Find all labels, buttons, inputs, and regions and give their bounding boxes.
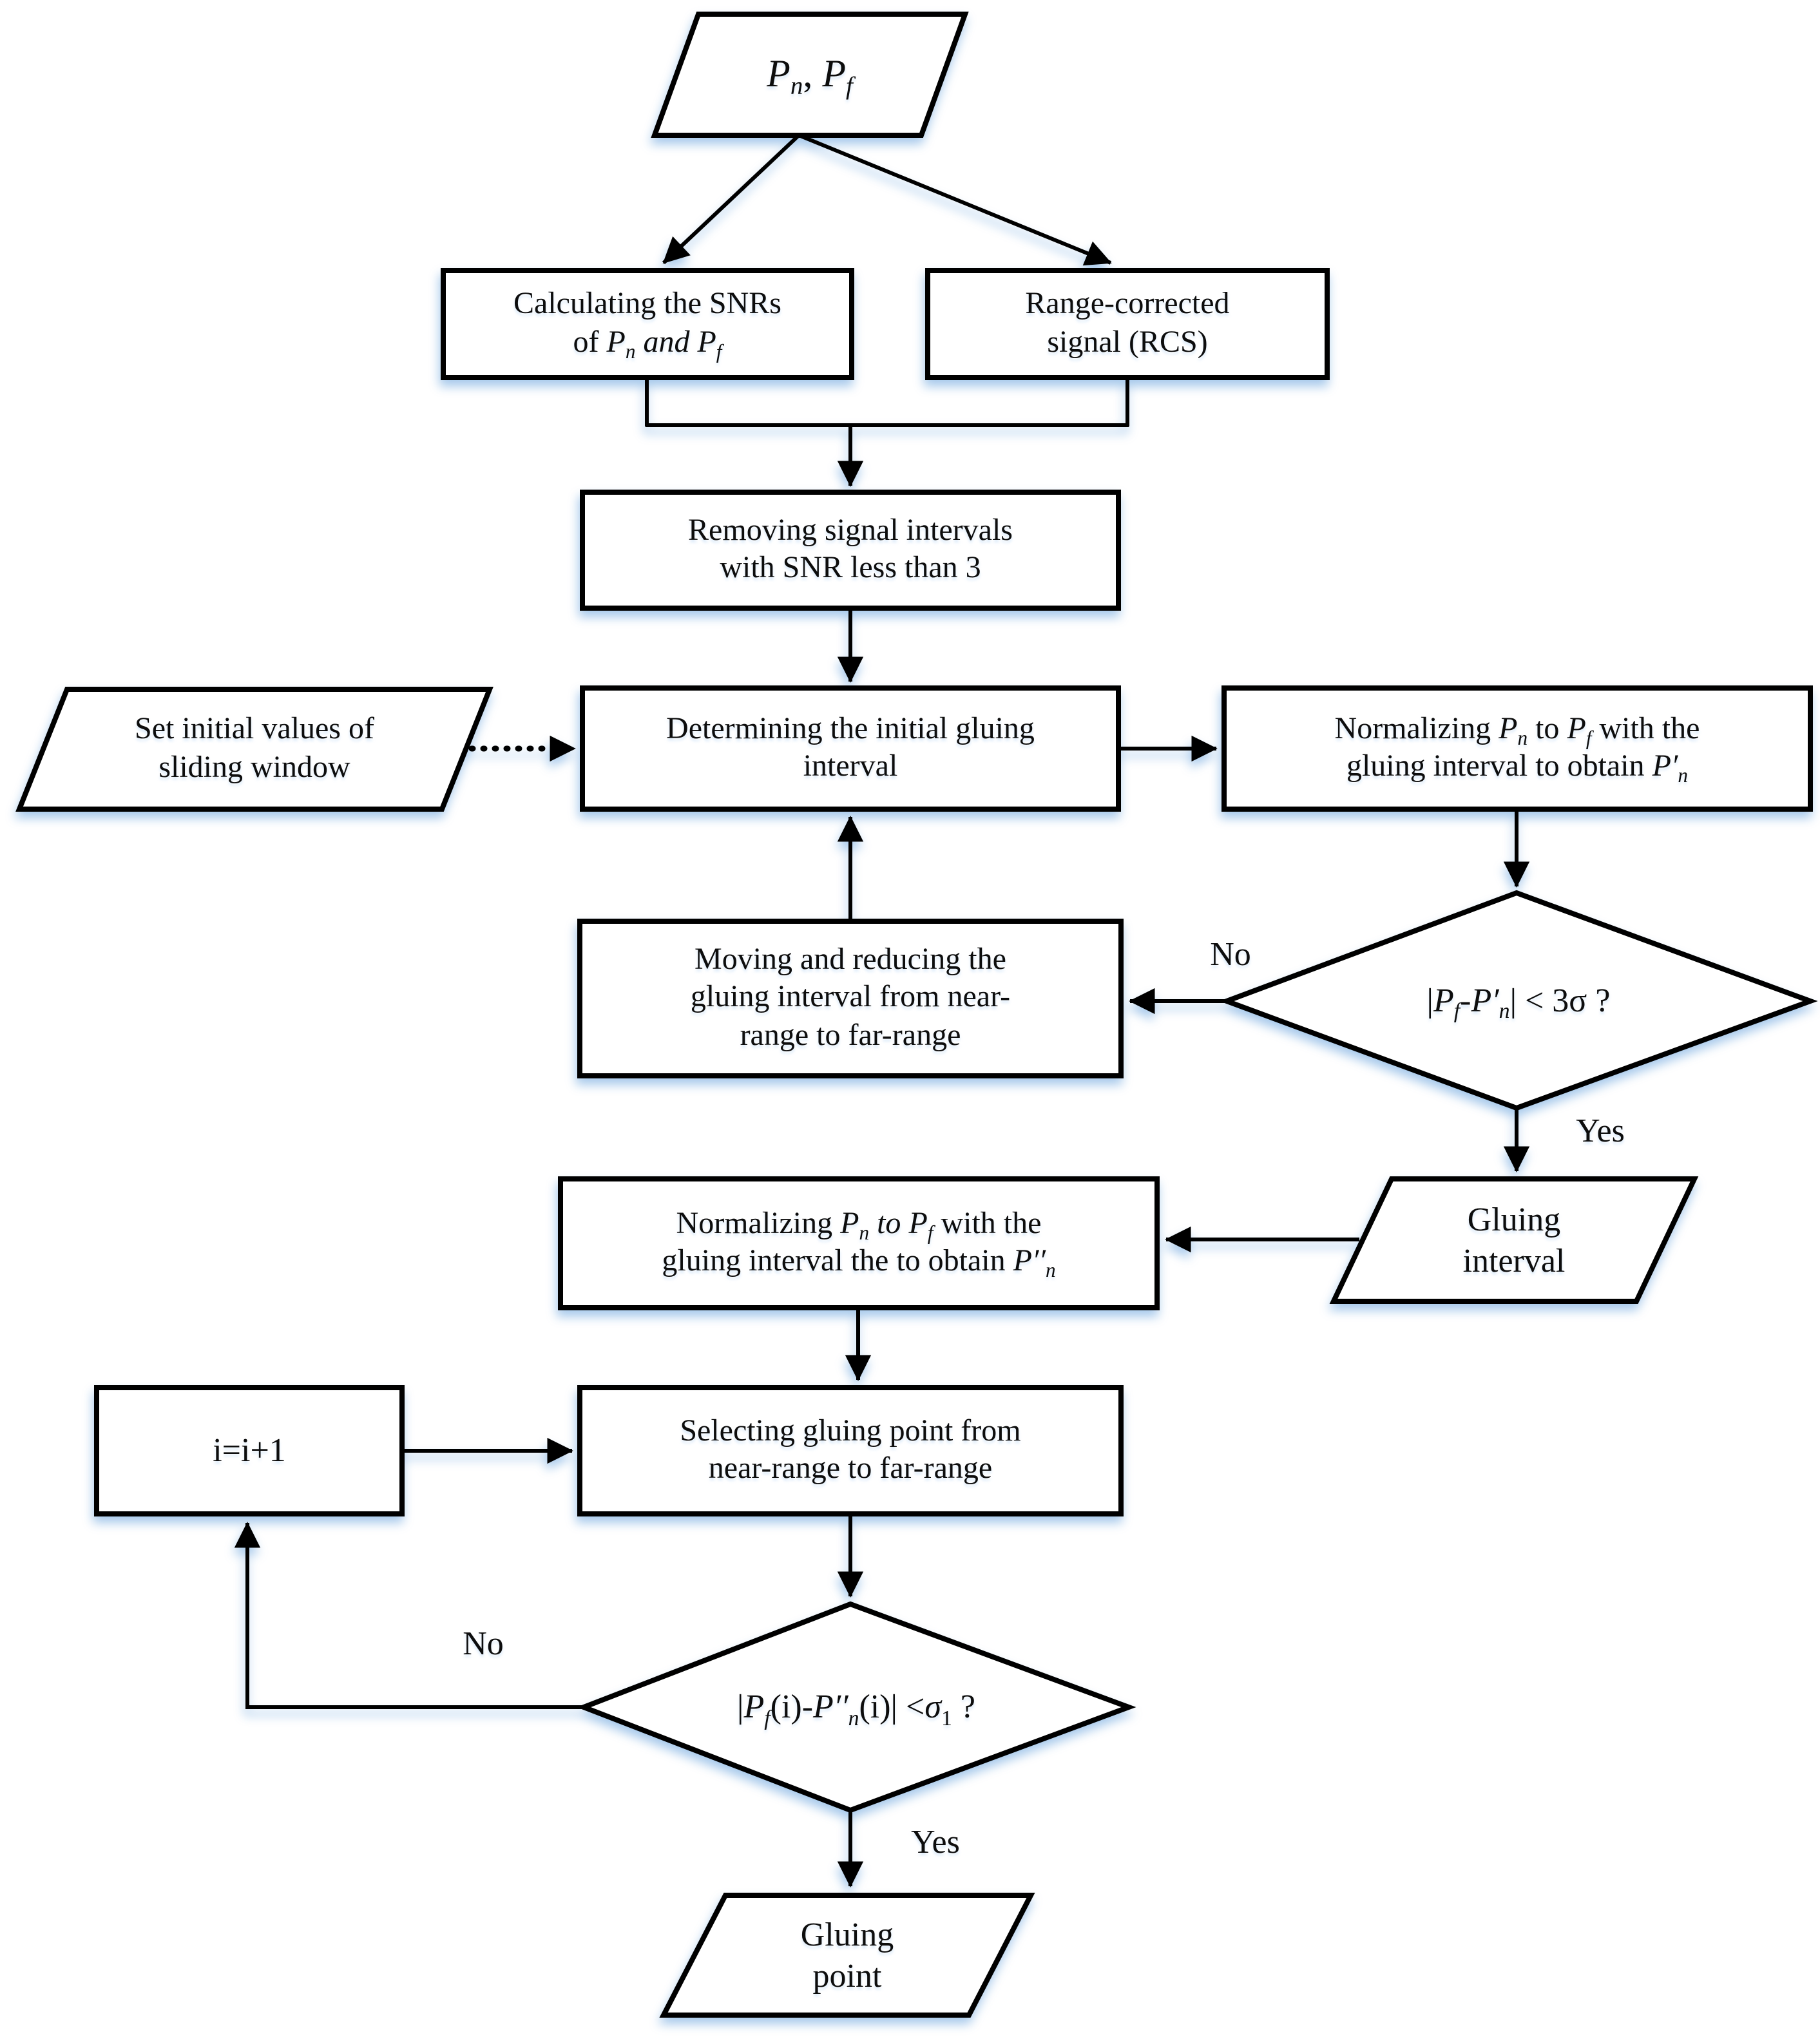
label-line: Gluing	[1467, 1200, 1561, 1238]
label-line: Normalizing Pn to Pf with the	[1334, 712, 1700, 750]
normalize-p2-label: Normalizing Pn to Pf with the gluing int…	[560, 1179, 1157, 1308]
gluing-point-parallelogram	[659, 1893, 1035, 2018]
label-line: interval	[1462, 1241, 1566, 1279]
label-line: No	[1210, 935, 1251, 973]
label-line: Moving and reducing the	[694, 943, 1006, 977]
increment-label: i=i+1	[97, 1388, 402, 1514]
label-line: Removing signal intervals	[688, 513, 1013, 548]
label-line: interval	[803, 750, 898, 783]
moving-reducing-box	[577, 919, 1124, 1078]
normalize-p2-box	[558, 1176, 1160, 1310]
label-line: Gluing	[800, 1915, 894, 1953]
rcs-label: Range-corrected signal (RCS)	[928, 271, 1327, 378]
three-sigma-check-label: |Pf-P′n| < 3σ ?	[1227, 893, 1810, 1108]
label-line: No	[463, 1625, 504, 1663]
label-line: sliding window	[158, 751, 350, 784]
calc-snr-label: Calculating the SNRs of Pn and Pf	[443, 271, 852, 378]
label-line: signal (RCS)	[1047, 325, 1208, 359]
connector-source-to-rcs	[798, 133, 1112, 266]
selecting-point-label: Selecting gluing point from near-range t…	[580, 1388, 1121, 1514]
label-line: gluing interval the to obtain P′′n	[662, 1245, 1056, 1283]
remove-low-snr-box	[580, 490, 1121, 611]
branch-yes2-label: Yes	[871, 1819, 1000, 1866]
label-line: gluing interval from near-	[690, 980, 1011, 1015]
branch-yes1-label: Yes	[1536, 1108, 1665, 1154]
label-line: range to far-range	[740, 1018, 961, 1053]
label-line: Determining the initial gluing	[666, 712, 1035, 746]
normalize-p1-box	[1221, 685, 1813, 812]
gluing-point-label: Gluing point	[664, 1895, 1031, 2015]
label-line: Yes	[1576, 1112, 1625, 1150]
label-line: Pn, Pf	[767, 52, 853, 101]
determine-interval-label: Determining the initial gluing interval	[582, 688, 1118, 809]
label-line: near-range to far-range	[708, 1452, 993, 1486]
set-initial-parallelogram	[15, 687, 493, 812]
sigma1-check-label: |Pf(i)-P′′n(i)| <σ1 ?	[584, 1604, 1129, 1810]
label-line: Calculating the SNRs	[513, 287, 781, 321]
label-line: |Pf(i)-P′′n(i)| <σ1 ?	[737, 1688, 975, 1730]
remove-low-snr-label: Removing signal intervals with SNR less …	[582, 492, 1118, 608]
label-line: point	[812, 1956, 882, 1994]
label-line: Range-corrected	[1025, 287, 1230, 321]
branch-no2-label: No	[412, 1621, 554, 1667]
increment-box	[94, 1385, 405, 1516]
label-line: i=i+1	[213, 1431, 286, 1469]
calc-snr-box	[441, 268, 854, 380]
source-label: Pn, Pf	[655, 14, 965, 135]
set-initial-label: Set initial values of sliding window	[19, 689, 490, 809]
label-line: Normalizing Pn to Pf with the	[676, 1207, 1042, 1245]
label-line: Set initial values of	[135, 712, 374, 747]
connector-diamond2-no-loop	[234, 1522, 584, 1709]
label-line: Yes	[911, 1823, 960, 1861]
shape-layer	[15, 12, 1818, 2018]
branch-no1-label: No	[1160, 932, 1301, 978]
normalize-p1-label: Normalizing Pn to Pf with the gluing int…	[1224, 688, 1810, 809]
source-parallelogram	[651, 12, 969, 138]
gluing-interval-parallelogram	[1329, 1176, 1699, 1304]
connector-source-to-calc	[662, 133, 801, 265]
label-line: of Pn and Pf	[573, 325, 722, 363]
label-line: |Pf-P′n| < 3σ ?	[1426, 981, 1611, 1024]
label-line: with SNR less than 3	[720, 551, 981, 585]
gluing-interval-label: Gluing interval	[1334, 1179, 1694, 1301]
label-line: Selecting gluing point from	[680, 1414, 1021, 1448]
label-line: gluing interval to obtain P′n	[1346, 750, 1688, 788]
moving-reducing-label: Moving and reducing the gluing interval …	[580, 921, 1121, 1076]
